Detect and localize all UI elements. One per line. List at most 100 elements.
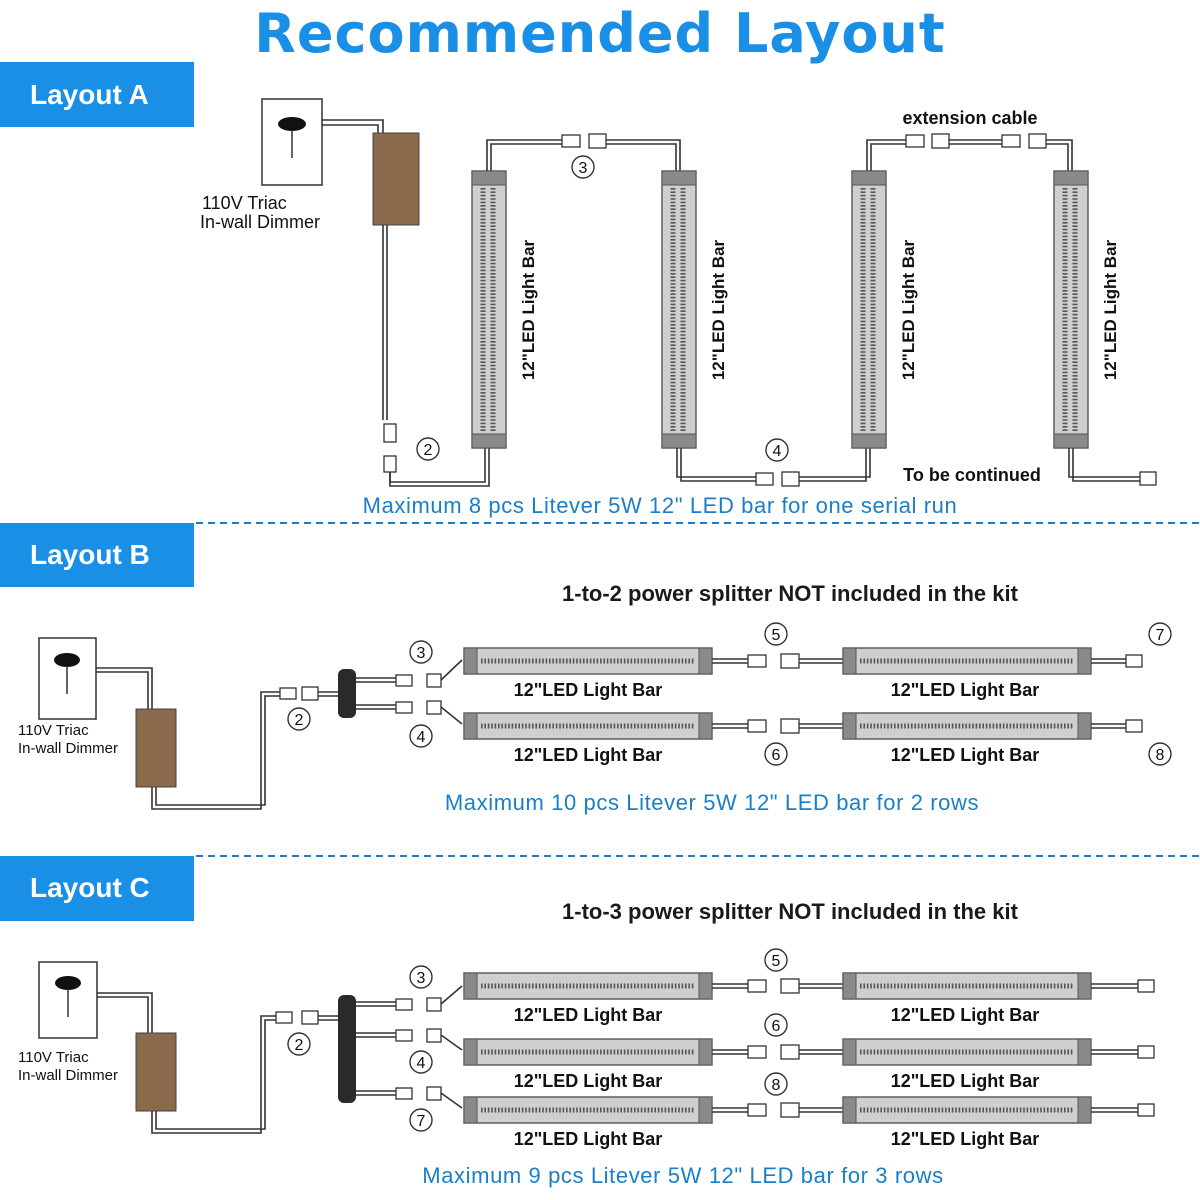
plug-connector <box>905 134 925 148</box>
dimmer-label: 110V Triac <box>18 722 89 739</box>
plug-connector <box>426 1086 442 1101</box>
wall-dimmer <box>38 637 97 720</box>
plug-connector <box>426 1028 442 1043</box>
dimmer-knob-icon <box>278 117 306 131</box>
wall-dimmer <box>38 961 98 1039</box>
connector-number: 5 <box>772 953 781 970</box>
plug-connector <box>1028 133 1047 149</box>
dimmer-knob-icon <box>54 653 80 667</box>
layout-b-diagram: 1-to-2 power splitter NOT included in th… <box>18 581 1172 815</box>
connector-number-badge: 5 <box>764 622 788 646</box>
layout-b-note: Maximum 10 pcs Litever 5W 12" LED bar fo… <box>445 790 979 815</box>
plug-connector <box>1125 719 1143 733</box>
led-light-bar <box>842 647 1092 675</box>
plug-connector <box>780 653 800 669</box>
connector-number: 4 <box>417 1055 426 1072</box>
plug-connector <box>747 1103 767 1117</box>
plug-connector <box>561 134 581 148</box>
connector-number: 3 <box>417 645 426 662</box>
tab-layout-c: Layout C <box>0 856 194 921</box>
led-light-bar <box>471 170 507 449</box>
connector-number: 3 <box>417 970 426 987</box>
layout-c-note: Maximum 9 pcs Litever 5W 12" LED bar for… <box>422 1163 943 1188</box>
extension-cable-label: extension cable <box>902 108 1037 128</box>
bar-label: 12"LED Light Bar <box>1101 239 1120 380</box>
plug-connector <box>780 978 800 994</box>
connector-number: 2 <box>424 442 433 459</box>
plug-connector <box>780 1044 800 1060</box>
bar-label: 12"LED Light Bar <box>891 1129 1040 1149</box>
plug-connector <box>395 674 413 687</box>
plug-connector <box>383 423 397 443</box>
plug-connector <box>781 471 800 487</box>
connector-number: 3 <box>579 160 588 177</box>
dimmer-knob-icon <box>55 976 81 990</box>
bar-label: 12"LED Light Bar <box>891 1071 1040 1091</box>
plug-connector <box>755 472 774 486</box>
tab-layout-b-label: Layout B <box>30 539 150 570</box>
bar-label: 12"LED Light Bar <box>891 1005 1040 1025</box>
plug-connector <box>279 687 297 700</box>
connector-number: 5 <box>772 627 781 644</box>
plug-connector <box>426 700 442 715</box>
plug-connector <box>426 673 442 688</box>
plug-connector <box>747 979 767 993</box>
bar-label: 12"LED Light Bar <box>514 1071 663 1091</box>
connector-number-badge: 8 <box>764 1072 788 1096</box>
bar-label: 12"LED Light Bar <box>891 745 1040 765</box>
connector-number-badge: 4 <box>765 438 789 462</box>
connector-number-badge: 2 <box>416 437 440 461</box>
connector-number-badge: 3 <box>409 640 433 664</box>
layout-b-heading: 1-to-2 power splitter NOT included in th… <box>562 581 1019 606</box>
led-driver <box>135 1032 177 1112</box>
layout-a-note: Maximum 8 pcs Litever 5W 12" LED bar for… <box>363 493 958 518</box>
led-light-bar <box>661 170 697 449</box>
layout-a-diagram: 110V Triac In-wall Dimmer 2 12"LED Light… <box>200 98 1157 518</box>
connector-number-badge: 7 <box>1148 622 1172 646</box>
connector-number: 7 <box>417 1113 426 1130</box>
plug-connector <box>588 133 607 149</box>
plug-connector <box>747 1045 767 1059</box>
connector-number-badge: 8 <box>1148 742 1172 766</box>
plug-connector <box>1125 654 1143 668</box>
plug-connector <box>1001 134 1021 148</box>
connector-number: 8 <box>772 1077 781 1094</box>
plug-connector <box>931 133 950 149</box>
connector-number-badge: 3 <box>571 155 595 179</box>
connector-number: 4 <box>773 443 782 460</box>
dimmer-label: 110V Triac <box>18 1049 89 1066</box>
power-splitter <box>338 995 356 1103</box>
led-light-bar <box>463 1038 713 1066</box>
connector-number-badge: 5 <box>764 948 788 972</box>
layout-c-diagram: 1-to-3 power splitter NOT included in th… <box>18 899 1155 1188</box>
plug-connector <box>301 686 319 701</box>
led-light-bar <box>1053 170 1089 449</box>
layout-c-heading: 1-to-3 power splitter NOT included in th… <box>562 899 1019 924</box>
dimmer-label: In-wall Dimmer <box>18 740 118 757</box>
plug-connector <box>301 1010 319 1025</box>
page-title: Recommended Layout <box>254 2 945 65</box>
power-splitter <box>338 669 356 718</box>
plug-connector <box>395 998 413 1011</box>
tab-layout-a-label: Layout A <box>30 79 149 110</box>
bar-label: 12"LED Light Bar <box>514 1005 663 1025</box>
dimmer-label: 110V Triac <box>202 193 287 213</box>
led-light-bar <box>463 712 713 740</box>
connector-number: 6 <box>772 747 781 764</box>
connector-number-badge: 2 <box>287 1032 311 1056</box>
connector-number-badge: 4 <box>409 1050 433 1074</box>
bar-label: 12"LED Light Bar <box>514 1129 663 1149</box>
plug-connector <box>395 701 413 714</box>
led-driver <box>135 708 177 788</box>
plug-connector <box>1139 471 1157 486</box>
connector-number-badge: 6 <box>764 742 788 766</box>
plug-connector <box>275 1011 293 1024</box>
bar-label: 12"LED Light Bar <box>899 239 918 380</box>
led-driver <box>372 132 420 226</box>
connector-number-badge: 6 <box>764 1013 788 1037</box>
connector-number-badge: 3 <box>409 965 433 989</box>
connector-number: 4 <box>417 729 426 746</box>
bar-label: 12"LED Light Bar <box>891 680 1040 700</box>
dimmer-label: In-wall Dimmer <box>200 212 320 232</box>
